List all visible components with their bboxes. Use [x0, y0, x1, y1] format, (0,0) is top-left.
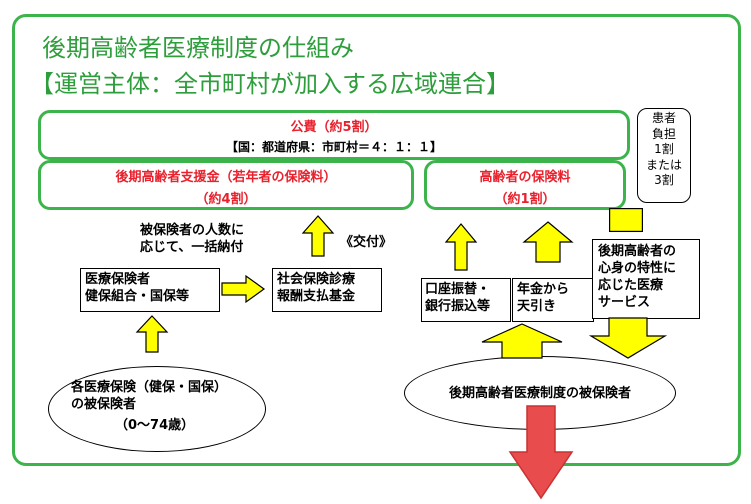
elderly-premium-box: 高齢者の保険料 （約1割） [424, 160, 626, 210]
insurers-line1: 医療保険者 [85, 272, 151, 287]
patient-share-line2: 負担 [651, 126, 676, 141]
medical-services-box: 後期高齢者の 心身の特性に 応じた医療 サービス [592, 239, 700, 319]
lump-sum-note-line1: 被保険者の人数に [140, 223, 245, 238]
public-funds-ratio: 【国：都道府県：市町村＝４：１：１】 [225, 140, 442, 154]
arrow-down-services-to-elderly [588, 317, 668, 359]
payment-fund-line1: 社会保険診療 [277, 272, 356, 287]
arrow-up-pension-to-premium [522, 221, 574, 263]
patient-share-line5: 3割 [654, 173, 674, 187]
account-transfer-box: 口座振替・ 銀行振込等 [421, 278, 511, 322]
account-transfer-line1: 口座振替・ [425, 282, 491, 297]
support-fund-box: 後期高齢者支援金（若年者の保険料） （約4割） [38, 160, 414, 210]
elderly-premium-label: 高齢者の保険料 [479, 170, 571, 185]
pension-deduction-line2: 天引き [517, 299, 557, 314]
insurers-line2: 健保組合・国保等 [85, 289, 190, 304]
lump-sum-note: 被保険者の人数に 応じて、一括納付 [140, 222, 244, 256]
elderly-insured-label: 後期高齢者医療制度の被保険者 [448, 386, 631, 401]
arrow-right-insurers-to-fund [221, 274, 266, 304]
insurers-box: 医療保険者 健保組合・国保等 [80, 268, 220, 312]
diagram-subtitle: 【運営主体：全市町村が加入する広域連合】 [30, 70, 510, 98]
grant-label: 《交付》 [340, 235, 393, 250]
rect-patient-payment [609, 208, 643, 232]
support-fund-share: （約4割） [195, 192, 257, 207]
public-funds-label: 公費（約5割） [290, 120, 378, 135]
young-insured-line3: （0～74歳） [115, 418, 195, 433]
medical-services-line4: サービス [598, 295, 651, 310]
patient-share-line4: または [645, 157, 682, 172]
public-funds-box: 公費（約5割） 【国：都道府県：市町村＝４：１：１】 [38, 110, 630, 160]
patient-share-line3: 1割 [654, 142, 674, 156]
payment-fund-line2: 報酬支払基金 [277, 289, 356, 304]
arrow-down-red [508, 405, 574, 500]
account-transfer-line2: 銀行振込等 [425, 299, 491, 314]
medical-services-line2: 心身の特性に [598, 261, 677, 276]
lump-sum-note-line2: 応じて、一括納付 [140, 240, 244, 255]
young-insured-line1: 各医療保険（健保・国保） [71, 380, 228, 395]
payment-fund-box: 社会保険診療 報酬支払基金 [272, 268, 382, 312]
elderly-premium-share: （約1割） [494, 192, 556, 207]
patient-share-line1: 患者 [651, 111, 676, 125]
arrow-up-insured-to-insurers [135, 315, 169, 353]
arrow-up-transfer-to-premium [444, 223, 478, 271]
arrow-up-fund-to-support [301, 215, 335, 257]
patient-share-box: 患者 負担 1割 または 3割 [637, 108, 691, 203]
support-fund-label: 後期高齢者支援金（若年者の保険料） [115, 170, 337, 185]
medical-services-line1: 後期高齢者の [598, 244, 677, 259]
diagram-title: 後期高齢者医療制度の仕組み [42, 34, 354, 62]
pension-deduction-line1: 年金から [517, 282, 570, 297]
young-insured-ellipse: 各医療保険（健保・国保） の被保険者 （0～74歳） [48, 366, 266, 452]
medical-services-line3: 応じた医療 [598, 278, 664, 293]
young-insured-line2: の被保険者 [71, 397, 137, 412]
arrow-up-elderly-to-payments [481, 323, 563, 359]
pension-deduction-box: 年金から 天引き [512, 278, 594, 322]
